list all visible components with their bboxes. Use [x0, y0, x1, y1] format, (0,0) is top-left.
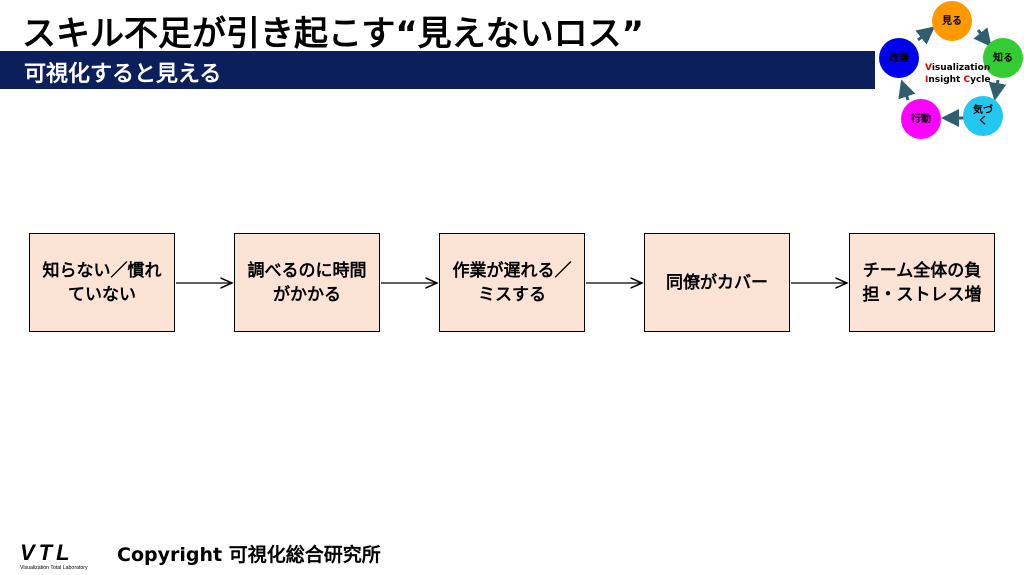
cycle-node-see: 見る	[932, 1, 972, 41]
cycle-node-notice: 気づく	[963, 96, 1003, 136]
cycle-node-label: 見る	[942, 15, 962, 27]
flow-step-2: 調べるのに時間がかかる	[234, 233, 380, 332]
flow-step-1: 知らない／慣れていない	[29, 233, 175, 332]
cycle-node-label: 行動	[911, 113, 931, 125]
copyright-text: Copyright 可視化総合研究所	[117, 544, 381, 566]
page-title: スキル不足が引き起こす“見えないロス”	[22, 14, 645, 54]
logo-text: VTL	[20, 541, 74, 565]
vtl-logo-mark: VTL Visualization Total Laboratory	[20, 540, 88, 571]
flow-step-3: 作業が遅れる／ミスする	[439, 233, 585, 332]
cycle-caption-line2: Insight Cycle	[925, 75, 991, 85]
page-subtitle: 可視化すると見える	[24, 62, 222, 87]
cycle-node-improve: 改善	[879, 38, 919, 78]
vtl-logo: VTL Visualization Total Laboratory	[18, 540, 110, 571]
cycle-node-label: 改善	[889, 52, 909, 64]
flow-step-label: 同僚がカバー	[666, 272, 768, 293]
cycle-caption-line1: Visualization	[925, 63, 991, 73]
cycle-arrow	[915, 26, 936, 45]
subtitle-banner: 可視化すると見える	[0, 51, 875, 89]
flow-step-label: 知らない／慣れていない	[42, 260, 162, 305]
cycle-node-know: 知る	[983, 38, 1023, 78]
cycle-arrow	[973, 27, 992, 48]
cycle-arrow	[988, 79, 1007, 101]
flow-step-label: チーム全体の負担・ストレス増	[862, 260, 982, 305]
cycle-node-label: 気づく	[973, 105, 993, 127]
flow-step-label: 作業が遅れる／ミスする	[452, 260, 572, 305]
flow-step-4: 同僚がカバー	[644, 233, 790, 332]
insight-cycle-diagram: 見る 知る 気づく 行動 改善 Visualization Insight Cy…	[868, 0, 1024, 145]
flow-step-5: チーム全体の負担・ストレス増	[849, 233, 995, 332]
cycle-arrows	[898, 26, 1007, 127]
logo-caption: Visualization Total Laboratory	[20, 565, 88, 571]
cycle-arrow	[898, 79, 916, 101]
cycle-caption: Visualization Insight Cycle	[925, 62, 991, 86]
cycle-node-act: 行動	[901, 99, 941, 139]
cycle-node-label: 知る	[993, 52, 1013, 64]
flow-step-label: 調べるのに時間がかかる	[247, 260, 367, 305]
